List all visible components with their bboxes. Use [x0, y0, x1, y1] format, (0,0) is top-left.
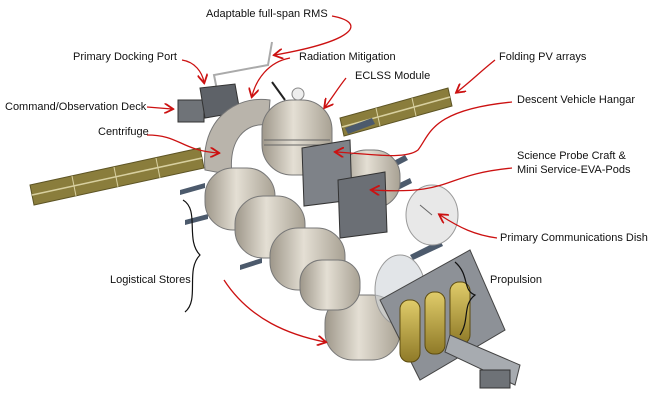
label-science-probe-2: Mini Service-EVA-Pods [517, 164, 631, 176]
radiation-mast [271, 81, 286, 101]
label-command-deck: Command/Observation Deck [5, 101, 147, 113]
propulsion-stack [379, 249, 521, 389]
stores-bracket [182, 199, 201, 313]
label-science-probe-1: Science Probe Craft & [517, 150, 626, 162]
label-descent-hangar: Descent Vehicle Hangar [517, 94, 636, 106]
label-centrifuge: Centrifuge [98, 126, 149, 138]
label-rms: Adaptable full-span RMS [206, 8, 328, 20]
pv-array-left [29, 147, 205, 206]
label-propulsion: Propulsion [490, 274, 542, 286]
propulsion-bracket [454, 261, 477, 336]
label-radiation-mitigation: Radiation Mitigation [299, 51, 396, 63]
label-pv-arrays: Folding PV arrays [499, 51, 587, 63]
callout-arrows [146, 15, 513, 342]
label-comms-dish: Primary Communications Dish [500, 232, 648, 244]
label-docking-port: Primary Docking Port [73, 51, 177, 63]
label-logistical-stores: Logistical Stores [110, 274, 191, 286]
rms-arm [212, 41, 273, 96]
label-eclss-module: ECLSS Module [355, 70, 431, 82]
communications-dish [405, 184, 459, 246]
